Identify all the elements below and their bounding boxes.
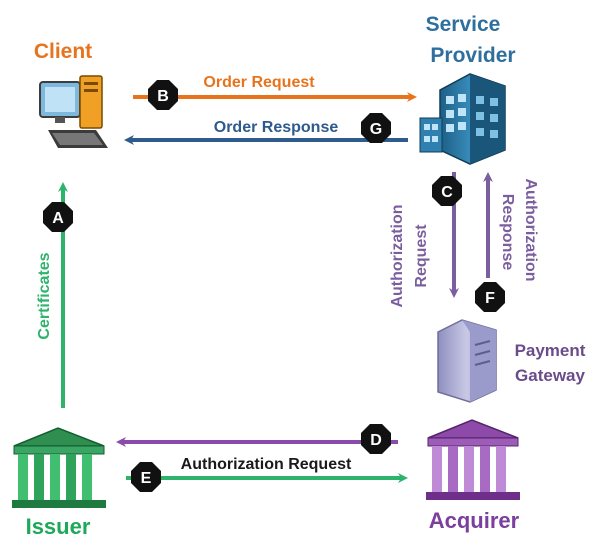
bank-building-icon bbox=[426, 419, 520, 500]
authorization-response-vertical-label: Authorization Response bbox=[499, 178, 539, 281]
service-provider-label-line2: Provider bbox=[430, 44, 515, 67]
authorization-response-vertical-line1: Authorization bbox=[522, 178, 539, 281]
step-marker-b: B bbox=[148, 80, 178, 110]
order-response-label: Order Response bbox=[214, 119, 339, 136]
authorization-request-vertical-line1: Authorization bbox=[389, 204, 406, 307]
certificates-label: Certificates bbox=[36, 252, 53, 339]
svg-text:B: B bbox=[157, 88, 169, 105]
svg-text:F: F bbox=[485, 290, 495, 307]
step-marker-f: F bbox=[475, 282, 505, 312]
acquirer-label: Acquirer bbox=[429, 508, 520, 533]
svg-text:D: D bbox=[370, 432, 382, 449]
authorization-request-vertical-line2: Request bbox=[413, 224, 430, 288]
svg-text:A: A bbox=[52, 210, 64, 227]
authorization-request-label: Authorization Request bbox=[181, 456, 352, 473]
server-tower-icon bbox=[437, 319, 497, 403]
svg-text:C: C bbox=[441, 184, 453, 201]
order-request-label: Order Request bbox=[203, 74, 315, 91]
authorization-response-vertical-line2: Response bbox=[499, 194, 516, 271]
client-label: Client bbox=[34, 40, 92, 63]
service-provider-label-line1: Service bbox=[426, 13, 501, 36]
step-marker-d: D bbox=[361, 424, 391, 454]
payment-gateway-label-line1: Payment bbox=[515, 341, 586, 360]
step-marker-a: A bbox=[43, 202, 73, 232]
svg-text:E: E bbox=[141, 470, 152, 487]
step-marker-g: G bbox=[361, 113, 391, 143]
step-marker-c: C bbox=[432, 176, 462, 206]
step-marker-e: E bbox=[131, 462, 161, 492]
svg-text:G: G bbox=[370, 121, 382, 138]
desktop-computer-icon bbox=[39, 75, 108, 148]
authorization-request-vertical-label: Authorization Request bbox=[389, 204, 430, 307]
payment-gateway-label-line2: Gateway bbox=[515, 366, 585, 385]
office-building-icon bbox=[419, 73, 506, 165]
issuer-label: Issuer bbox=[26, 514, 91, 539]
bank-building-icon bbox=[12, 427, 106, 508]
